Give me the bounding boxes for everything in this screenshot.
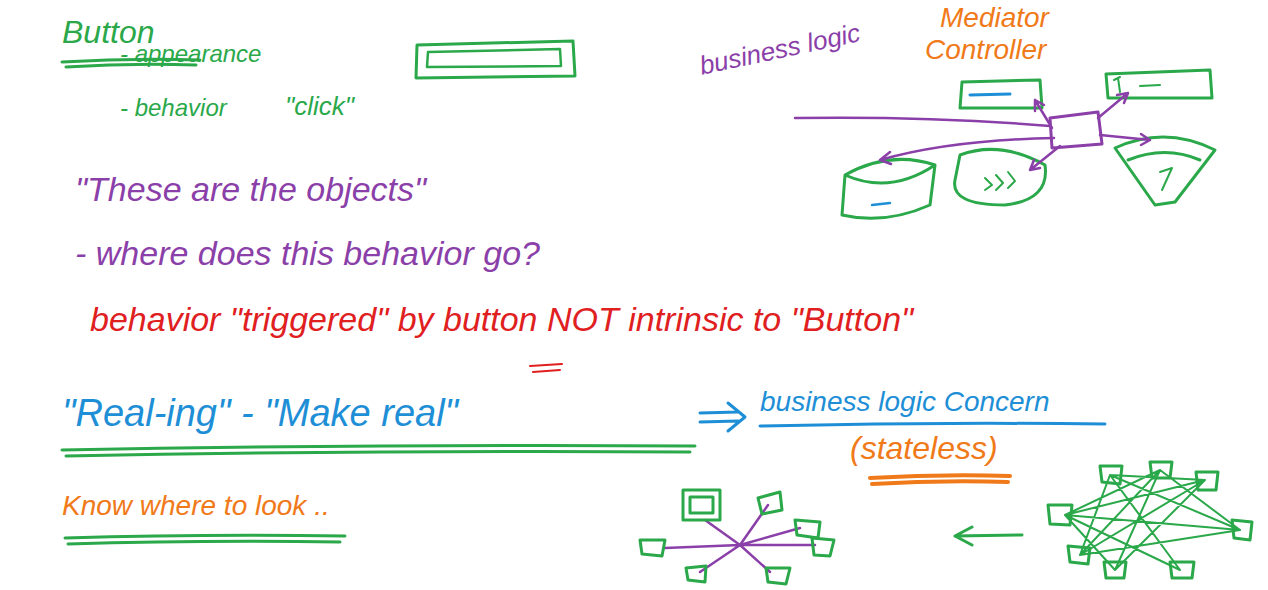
- node-sketch: [1100, 466, 1122, 484]
- handwritten-note: Mediator: [940, 2, 1049, 34]
- node-sketch: [1170, 562, 1194, 578]
- arrow: [1035, 100, 1052, 128]
- key-statement: behavior "triggered" by button NOT intri…: [90, 300, 913, 339]
- node-sketch: [1150, 462, 1172, 478]
- arrow: [880, 138, 1054, 164]
- node-sketch: [758, 492, 782, 514]
- handwritten-note: "These are the objects": [75, 170, 426, 209]
- button-sketch: [416, 41, 575, 78]
- arrow: [955, 527, 1022, 545]
- gauge-sketch: [1160, 168, 1172, 190]
- cylinder-sketch: [872, 203, 890, 205]
- node-sketch: [812, 538, 834, 556]
- node-sketch: [686, 566, 706, 582]
- bullet-text: - behavior: [120, 94, 227, 122]
- underline: [870, 475, 1010, 484]
- node-sketch: [640, 540, 665, 556]
- widget-sketch: [960, 80, 1042, 108]
- node-sketch: [766, 568, 790, 584]
- handwritten-note: Controller: [925, 34, 1046, 66]
- node-sketch: [1232, 520, 1252, 540]
- mesh-line: [1065, 470, 1240, 570]
- underline: [65, 535, 345, 544]
- hub-line: [665, 505, 815, 572]
- leader-line: [795, 118, 1050, 126]
- handwritten-note: business logic Concern: [760, 386, 1050, 418]
- node-sketch: [1048, 505, 1072, 525]
- mediator-box: [1050, 112, 1102, 148]
- handwritten-note: Know where to look ..: [62, 490, 330, 522]
- node-sketch: [1068, 546, 1090, 564]
- implies-arrow: [700, 403, 745, 431]
- cylinder-sketch: [842, 159, 935, 218]
- handwritten-note: - where does this behavior go?: [75, 234, 540, 273]
- underline: [62, 446, 695, 457]
- blob-sketch: [955, 149, 1046, 205]
- widget-sketch: [1114, 77, 1160, 92]
- node-sketch: [1104, 562, 1126, 578]
- underline: [760, 423, 1105, 426]
- button-sketch: [427, 49, 561, 67]
- node-sketch: [1196, 472, 1218, 490]
- widget-sketch: [970, 94, 1010, 95]
- arrow: [1098, 93, 1128, 118]
- key-statement: "Real-ing" - "Make real": [62, 392, 458, 436]
- node-sketch: [683, 490, 720, 520]
- underline: [530, 364, 562, 372]
- blob-sketch: [985, 172, 1015, 190]
- node-sketch: [795, 520, 820, 538]
- handwritten-note: (stateless): [850, 430, 998, 467]
- quoted-text: "click": [285, 92, 354, 122]
- gauge-sketch: [1115, 137, 1215, 205]
- arrow: [1100, 134, 1150, 145]
- handwritten-note: business logic: [697, 18, 863, 81]
- arrow: [1030, 146, 1060, 170]
- bullet-text: - appearance: [120, 40, 261, 68]
